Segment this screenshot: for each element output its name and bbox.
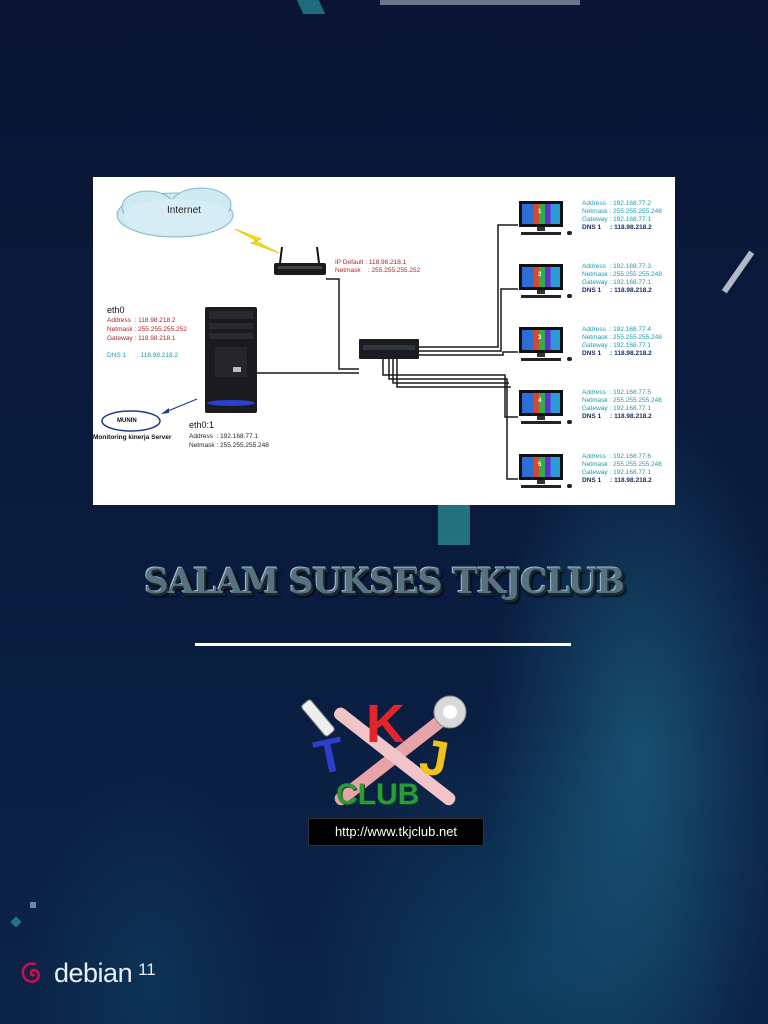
mouse-icon: [567, 420, 572, 424]
screen-icon: [522, 330, 560, 350]
debian-badge: debian 11: [18, 955, 156, 991]
monitoring-label: Monitoring kinerja Server: [93, 434, 172, 441]
lightning-icon: [234, 228, 280, 254]
eth0-netmask: Netmask : 255.255.255.252: [107, 326, 187, 333]
heading: SALAM SUKSES TKJCLUB: [144, 561, 625, 603]
client-address: Address : 192.168.77.6: [582, 453, 652, 460]
munin-label: MUNIN: [117, 418, 137, 424]
client-address: Address : 192.168.77.3: [582, 263, 652, 270]
client-number: 2: [538, 272, 542, 278]
eth01-label: eth0:1: [189, 420, 215, 430]
mouse-icon: [567, 357, 572, 361]
eth01-netmask: Netmask : 255.255.255.248: [189, 442, 269, 449]
server-icon: [205, 307, 257, 413]
mouse-icon: [567, 484, 572, 488]
monitor-stand: [537, 353, 545, 357]
decor-center-block: [438, 505, 470, 545]
logo-graphics: T K J: [301, 694, 467, 806]
network-diagram: Internet IP Default : 118.98.218.1 Netma…: [93, 177, 675, 505]
keyboard-icon: [521, 295, 561, 298]
logo-url: http://www.tkjclub.net: [334, 824, 458, 839]
logo-club-text: CLUB: [336, 778, 420, 811]
keyboard-icon: [521, 421, 561, 424]
router-netmask: Netmask : 255.255.255.252: [335, 267, 421, 274]
client-address: Address : 192.168.77.2: [582, 200, 652, 207]
client-number: 4: [538, 398, 542, 404]
mouse-icon: [567, 231, 572, 235]
router-icon: [274, 246, 326, 275]
client-gateway: Gateway : 192.168.77.1: [582, 342, 652, 349]
client-pc-icon: 5: [519, 454, 572, 492]
client-netmask: Netmask : 255.255.255.248: [582, 334, 662, 341]
monitor-stand: [537, 416, 545, 420]
keyboard-icon: [521, 485, 561, 488]
client-pc-icon: 2: [519, 264, 572, 302]
keyboard-icon: [521, 232, 561, 235]
screwdriver-icon: [301, 699, 335, 737]
client-dns: DNS 1 : 118.98.218.2: [582, 224, 652, 231]
client-gateway: Gateway : 192.168.77.1: [582, 279, 652, 286]
client-number: 1: [538, 209, 542, 215]
tkjclub-logo: T K J CLUB http://www.tkjclub.net: [300, 690, 490, 855]
switch-icon: [359, 339, 419, 359]
client-dns: DNS 1 : 118.98.218.2: [582, 477, 652, 484]
client-pc-icon: 1: [519, 201, 572, 239]
debian-swirl-icon: [21, 962, 40, 983]
client-address: Address : 192.168.77.4: [582, 326, 652, 333]
munin-ellipse: [101, 410, 161, 432]
eth0-address: Address : 118.98.218.2: [107, 317, 176, 324]
client-netmask: Netmask : 255.255.255.248: [582, 271, 662, 278]
monitor-stand: [537, 227, 545, 231]
divider: [195, 643, 571, 646]
logo-letter-k: K: [366, 694, 405, 754]
logo-letter-t: T: [310, 728, 350, 786]
logo-url-bar: http://www.tkjclub.net: [308, 818, 484, 846]
client-pc-icon: 3: [519, 327, 572, 365]
keyboard-icon: [521, 358, 561, 361]
debian-version: 11: [138, 960, 156, 979]
diagram-graphics: [101, 187, 518, 480]
screen-icon: [522, 204, 560, 224]
client-netmask: Netmask : 255.255.255.248: [582, 208, 662, 215]
network-cables: [257, 224, 518, 480]
decor-dot-1: [30, 902, 36, 908]
monitor-stand: [537, 480, 545, 484]
screen-icon: [522, 457, 560, 477]
eth0-dns: DNS 1 : 118.98.218.2: [107, 352, 179, 359]
eth01-address: Address : 192.168.77.1: [189, 433, 259, 440]
eth0-label: eth0: [107, 305, 125, 315]
client-dns: DNS 1 : 118.98.218.2: [582, 413, 652, 420]
screen-icon: [522, 267, 560, 287]
client-number: 3: [538, 335, 542, 341]
internet-label: Internet: [167, 205, 201, 216]
monitor-stand: [537, 290, 545, 294]
client-address: Address : 192.168.77.5: [582, 389, 652, 396]
wrench-icon: [334, 695, 467, 806]
eth0-gateway: Gateway : 118.98.218.1: [107, 335, 176, 342]
decor-top-center: [380, 0, 580, 5]
client-gateway: Gateway : 192.168.77.1: [582, 216, 652, 223]
client-dns: DNS 1 : 118.98.218.2: [582, 350, 652, 357]
client-netmask: Netmask : 255.255.255.248: [582, 397, 662, 404]
debian-wordmark: debian: [54, 957, 133, 988]
mouse-icon: [567, 294, 572, 298]
client-netmask: Netmask : 255.255.255.248: [582, 461, 662, 468]
client-number: 5: [538, 462, 542, 468]
client-dns: DNS 1 : 118.98.218.2: [582, 287, 652, 294]
internet-cloud-icon: [116, 187, 234, 238]
router-ip: IP Default : 118.98.218.1: [335, 259, 407, 266]
client-gateway: Gateway : 192.168.77.1: [582, 405, 652, 412]
client-pc-icon: 4: [519, 390, 572, 428]
client-gateway: Gateway : 192.168.77.1: [582, 469, 652, 476]
screen-icon: [522, 393, 560, 413]
